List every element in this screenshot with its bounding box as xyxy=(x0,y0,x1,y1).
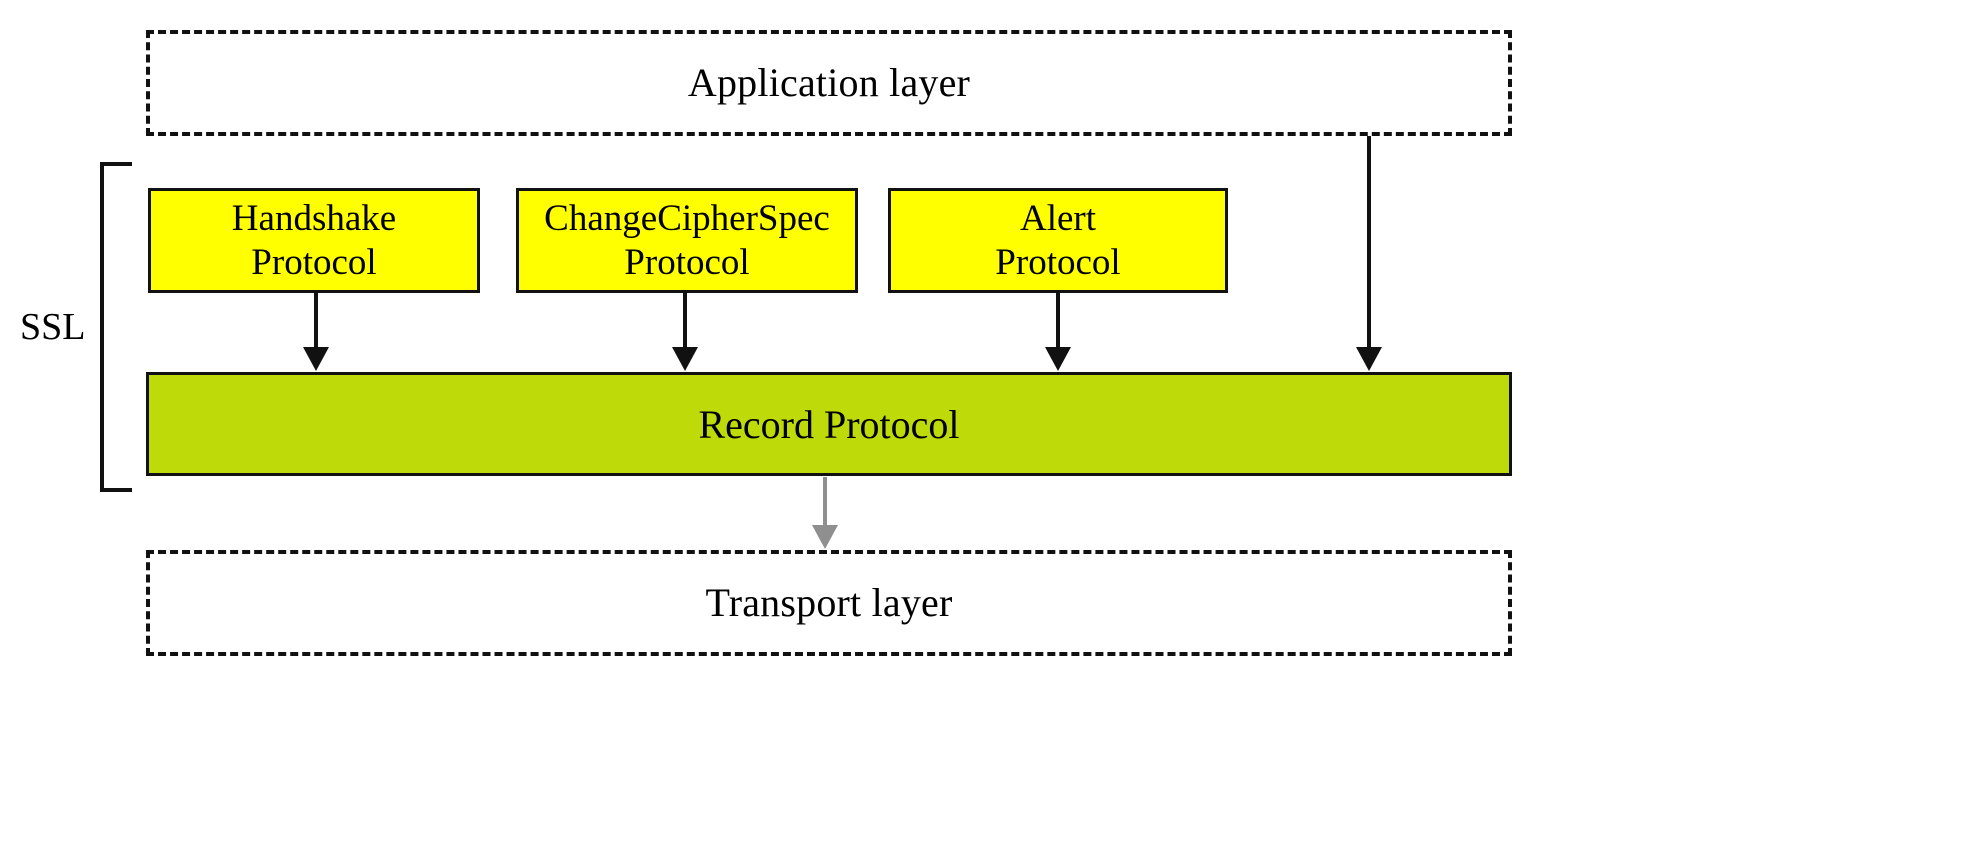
application-layer-label: Application layer xyxy=(687,60,971,105)
application-layer-box: Application layer xyxy=(146,30,1512,136)
protocol-changecipherspec-line1: ChangeCipherSpec xyxy=(544,197,830,239)
arrow-shaft xyxy=(683,293,687,349)
arrow-head-icon xyxy=(1356,347,1382,371)
record-protocol-label: Record Protocol xyxy=(698,401,960,447)
arrow-head-icon xyxy=(303,347,329,371)
arrow-application-to-record xyxy=(1356,136,1382,371)
record-protocol-bar: Record Protocol xyxy=(146,372,1512,476)
protocol-handshake-line2: Protocol xyxy=(251,241,377,283)
arrow-alert-to-record xyxy=(1045,293,1071,371)
transport-layer-box: Transport layer xyxy=(146,550,1512,656)
protocol-box-handshake: Handshake Protocol xyxy=(148,188,480,293)
arrow-handshake-to-record xyxy=(303,293,329,371)
ssl-bracket xyxy=(100,162,132,492)
protocol-alert-line1: Alert xyxy=(1019,197,1097,239)
protocol-box-alert: Alert Protocol xyxy=(888,188,1228,293)
arrow-head-icon xyxy=(812,525,838,549)
ssl-group-label: SSL xyxy=(20,306,86,348)
arrow-changecipherspec-to-record xyxy=(672,293,698,371)
protocol-box-changecipherspec: ChangeCipherSpec Protocol xyxy=(516,188,858,293)
arrow-shaft xyxy=(823,477,827,527)
transport-layer-label: Transport layer xyxy=(705,580,953,625)
arrow-record-to-transport xyxy=(812,477,838,549)
arrow-head-icon xyxy=(672,347,698,371)
arrow-shaft xyxy=(1056,293,1060,349)
arrow-head-icon xyxy=(1045,347,1071,371)
protocol-alert-line2: Protocol xyxy=(995,241,1121,283)
protocol-changecipherspec-line2: Protocol xyxy=(624,241,750,283)
protocol-handshake-line1: Handshake xyxy=(231,197,397,239)
arrow-shaft xyxy=(314,293,318,349)
arrow-shaft xyxy=(1367,136,1371,349)
